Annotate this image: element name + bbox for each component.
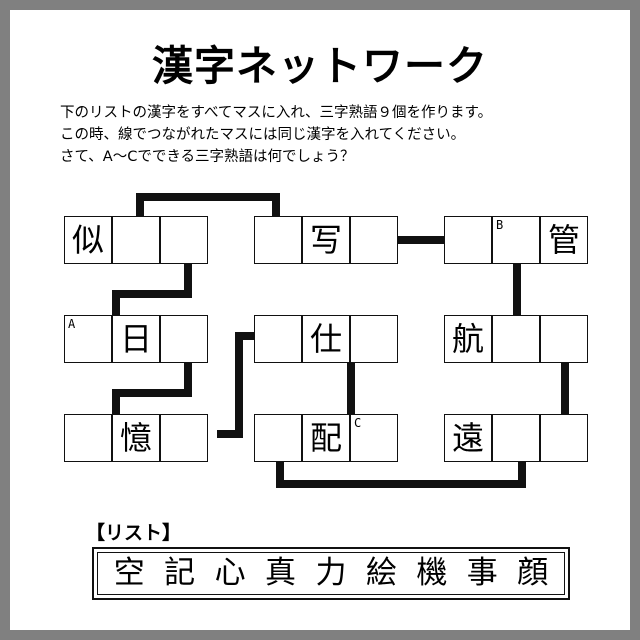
- puzzle-cell[interactable]: 似: [64, 216, 112, 264]
- connector-line: [518, 460, 526, 488]
- cell-kanji: [351, 316, 397, 362]
- puzzle-cell[interactable]: [350, 216, 398, 264]
- puzzle-page: 漢字ネットワーク 下のリストの漢字をすべてマスに入れ、三字熟語９個を作ります。 …: [10, 10, 630, 630]
- cell-kanji: [161, 217, 207, 263]
- cell-kanji: [255, 316, 301, 362]
- puzzle-cell-c[interactable]: C: [350, 414, 398, 462]
- connector-line: [217, 430, 243, 438]
- connector-line: [398, 236, 446, 244]
- puzzle-cell[interactable]: [112, 216, 160, 264]
- cell-kanji: 航: [451, 320, 484, 358]
- puzzle-cell[interactable]: [64, 414, 112, 462]
- cell-kanji: 写: [309, 221, 342, 259]
- list-kanji: 機: [416, 555, 448, 591]
- puzzle-cell[interactable]: [160, 315, 208, 363]
- connector-line: [112, 389, 120, 417]
- cell-kanji: 遠: [451, 419, 484, 457]
- connector-line: [184, 262, 192, 298]
- list-kanji: 絵: [365, 555, 397, 591]
- connector-line: [112, 290, 120, 318]
- puzzle-cell-b[interactable]: B: [492, 216, 540, 264]
- list-kanji-row: 空 記 心 真 力 絵 機 事 顔: [97, 552, 565, 595]
- list-kanji: 力: [315, 555, 347, 591]
- puzzle-cell[interactable]: 航: [444, 315, 492, 363]
- cell-kanji: 似: [71, 221, 104, 259]
- cell-kanji: [351, 217, 397, 263]
- cell-marker: C: [354, 416, 362, 430]
- connector-line: [513, 262, 521, 318]
- cell-kanji: [161, 316, 207, 362]
- instruction-line-2: この時、線でつながれたマスには同じ漢字を入れてください。: [60, 127, 466, 143]
- cell-kanji: [541, 415, 587, 461]
- puzzle-cell[interactable]: 配: [302, 414, 350, 462]
- puzzle-cell[interactable]: [350, 315, 398, 363]
- connector-line: [184, 361, 192, 397]
- puzzle-cell[interactable]: [254, 315, 302, 363]
- cell-kanji: [493, 415, 539, 461]
- cell-kanji: 日: [119, 320, 152, 358]
- cell-kanji: [541, 316, 587, 362]
- puzzle-cell[interactable]: [254, 216, 302, 264]
- connector-line: [561, 361, 569, 417]
- connector-line: [276, 480, 526, 488]
- puzzle-cell[interactable]: [492, 414, 540, 462]
- page-title: 漢字ネットワーク: [152, 42, 488, 90]
- cell-kanji: [445, 217, 491, 263]
- cell-kanji: [65, 316, 111, 362]
- connector-line: [112, 290, 192, 298]
- connector-line: [235, 332, 257, 340]
- list-kanji: 真: [265, 555, 297, 591]
- list-kanji: 顔: [517, 555, 549, 591]
- puzzle-cell-a[interactable]: A: [64, 315, 112, 363]
- puzzle-cell[interactable]: 憶: [112, 414, 160, 462]
- cell-marker: A: [68, 317, 76, 331]
- connector-line: [272, 193, 280, 219]
- list-label: 【リスト】: [86, 522, 182, 544]
- cell-kanji: [255, 415, 301, 461]
- cell-kanji: 仕: [309, 320, 342, 358]
- puzzle-cell[interactable]: [540, 315, 588, 363]
- cell-kanji: [65, 415, 111, 461]
- puzzle-board: 似 写 B 管: [10, 10, 630, 630]
- list-kanji: 記: [164, 555, 196, 591]
- list-box: 空 記 心 真 力 絵 機 事 顔: [92, 547, 570, 600]
- list-kanji: 心: [214, 555, 246, 591]
- connector-line: [136, 193, 280, 201]
- puzzle-cell[interactable]: [492, 315, 540, 363]
- cell-kanji: [113, 217, 159, 263]
- cell-kanji: [161, 415, 207, 461]
- list-kanji: 事: [466, 555, 498, 591]
- puzzle-cell[interactable]: 日: [112, 315, 160, 363]
- instruction-line-1: 下のリストの漢字をすべてマスに入れ、三字熟語９個を作ります。: [60, 105, 493, 121]
- list-kanji: 空: [113, 555, 145, 591]
- instruction-line-3: さて、A〜Cでできる三字熟語は何でしょう？: [60, 149, 355, 165]
- connector-line: [347, 361, 355, 417]
- puzzle-cell[interactable]: 遠: [444, 414, 492, 462]
- puzzle-cell[interactable]: [444, 216, 492, 264]
- puzzle-cell[interactable]: [254, 414, 302, 462]
- cell-kanji: 憶: [119, 419, 152, 457]
- puzzle-cell[interactable]: [160, 216, 208, 264]
- connector-line: [276, 460, 284, 488]
- cell-kanji: [351, 415, 397, 461]
- puzzle-cell[interactable]: 仕: [302, 315, 350, 363]
- cell-marker: B: [496, 218, 504, 232]
- cell-kanji: 配: [309, 419, 342, 457]
- cell-kanji: [493, 217, 539, 263]
- cell-kanji: 管: [547, 221, 580, 259]
- instructions-block: 下のリストの漢字をすべてマスに入れ、三字熟語９個を作ります。 この時、線でつなが…: [60, 102, 600, 168]
- connector-line: [112, 389, 192, 397]
- connector-line: [235, 332, 243, 438]
- cell-kanji: [255, 217, 301, 263]
- puzzle-cell[interactable]: 写: [302, 216, 350, 264]
- connector-line: [136, 193, 144, 219]
- cell-kanji: [493, 316, 539, 362]
- puzzle-cell[interactable]: 管: [540, 216, 588, 264]
- puzzle-cell[interactable]: [540, 414, 588, 462]
- puzzle-cell[interactable]: [160, 414, 208, 462]
